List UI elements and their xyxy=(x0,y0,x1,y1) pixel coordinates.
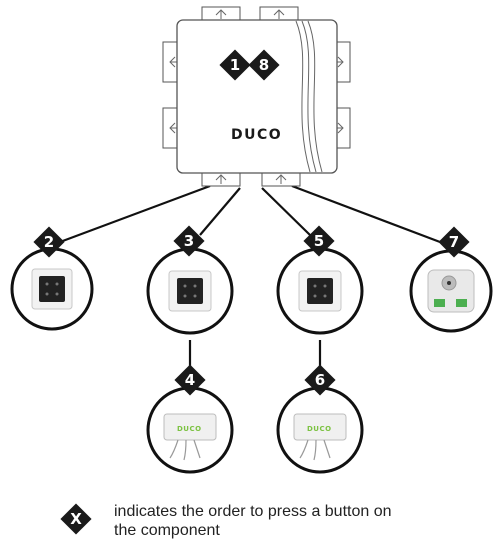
ventilation-unit: DUCO xyxy=(162,6,351,187)
sensor-terminal-right xyxy=(456,299,467,307)
badge-5: 5 xyxy=(303,225,335,257)
component-5 xyxy=(276,247,364,335)
legend-badge: X xyxy=(60,503,92,535)
badge-2: 2 xyxy=(33,226,65,258)
svg-text:4: 4 xyxy=(185,371,195,389)
badge-7: 7 xyxy=(438,226,470,258)
svg-text:1: 1 xyxy=(230,56,240,74)
line-to-7 xyxy=(291,184,441,244)
badge-4: 4 xyxy=(174,364,206,396)
svg-text:3: 3 xyxy=(184,232,194,250)
component-2 xyxy=(10,247,94,331)
svg-text:8: 8 xyxy=(259,56,269,74)
receiver-brand-label: DUCO xyxy=(307,425,332,433)
receiver-housing xyxy=(293,413,347,441)
badge-1: 1 xyxy=(219,49,251,81)
sensor-terminal-left xyxy=(434,299,445,307)
unit-brand-label: DUCO xyxy=(231,127,282,143)
badge-6: 6 xyxy=(304,364,336,396)
component-3 xyxy=(146,247,234,335)
unit-body xyxy=(176,19,338,174)
line-to-5 xyxy=(261,187,311,236)
wall-control-panel xyxy=(307,278,333,304)
svg-text:X: X xyxy=(70,510,82,528)
connection-lines xyxy=(59,184,441,375)
svg-text:2: 2 xyxy=(44,233,54,251)
receiver-housing xyxy=(163,413,217,441)
svg-text:6: 6 xyxy=(315,371,325,389)
component-4: DUCO xyxy=(146,386,234,474)
component-7 xyxy=(409,249,493,333)
svg-text:7: 7 xyxy=(449,233,459,251)
legend-description: indicates the order to press a button on… xyxy=(114,503,392,539)
wall-control-panel xyxy=(39,276,65,302)
component-6: DUCO xyxy=(276,386,364,474)
wall-control-panel xyxy=(177,278,203,304)
svg-text:5: 5 xyxy=(314,232,324,250)
badge-8: 8 xyxy=(248,49,280,81)
receiver-brand-label: DUCO xyxy=(177,425,202,433)
badge-3: 3 xyxy=(173,225,205,257)
line-to-2 xyxy=(59,184,211,244)
line-to-3 xyxy=(199,187,241,236)
